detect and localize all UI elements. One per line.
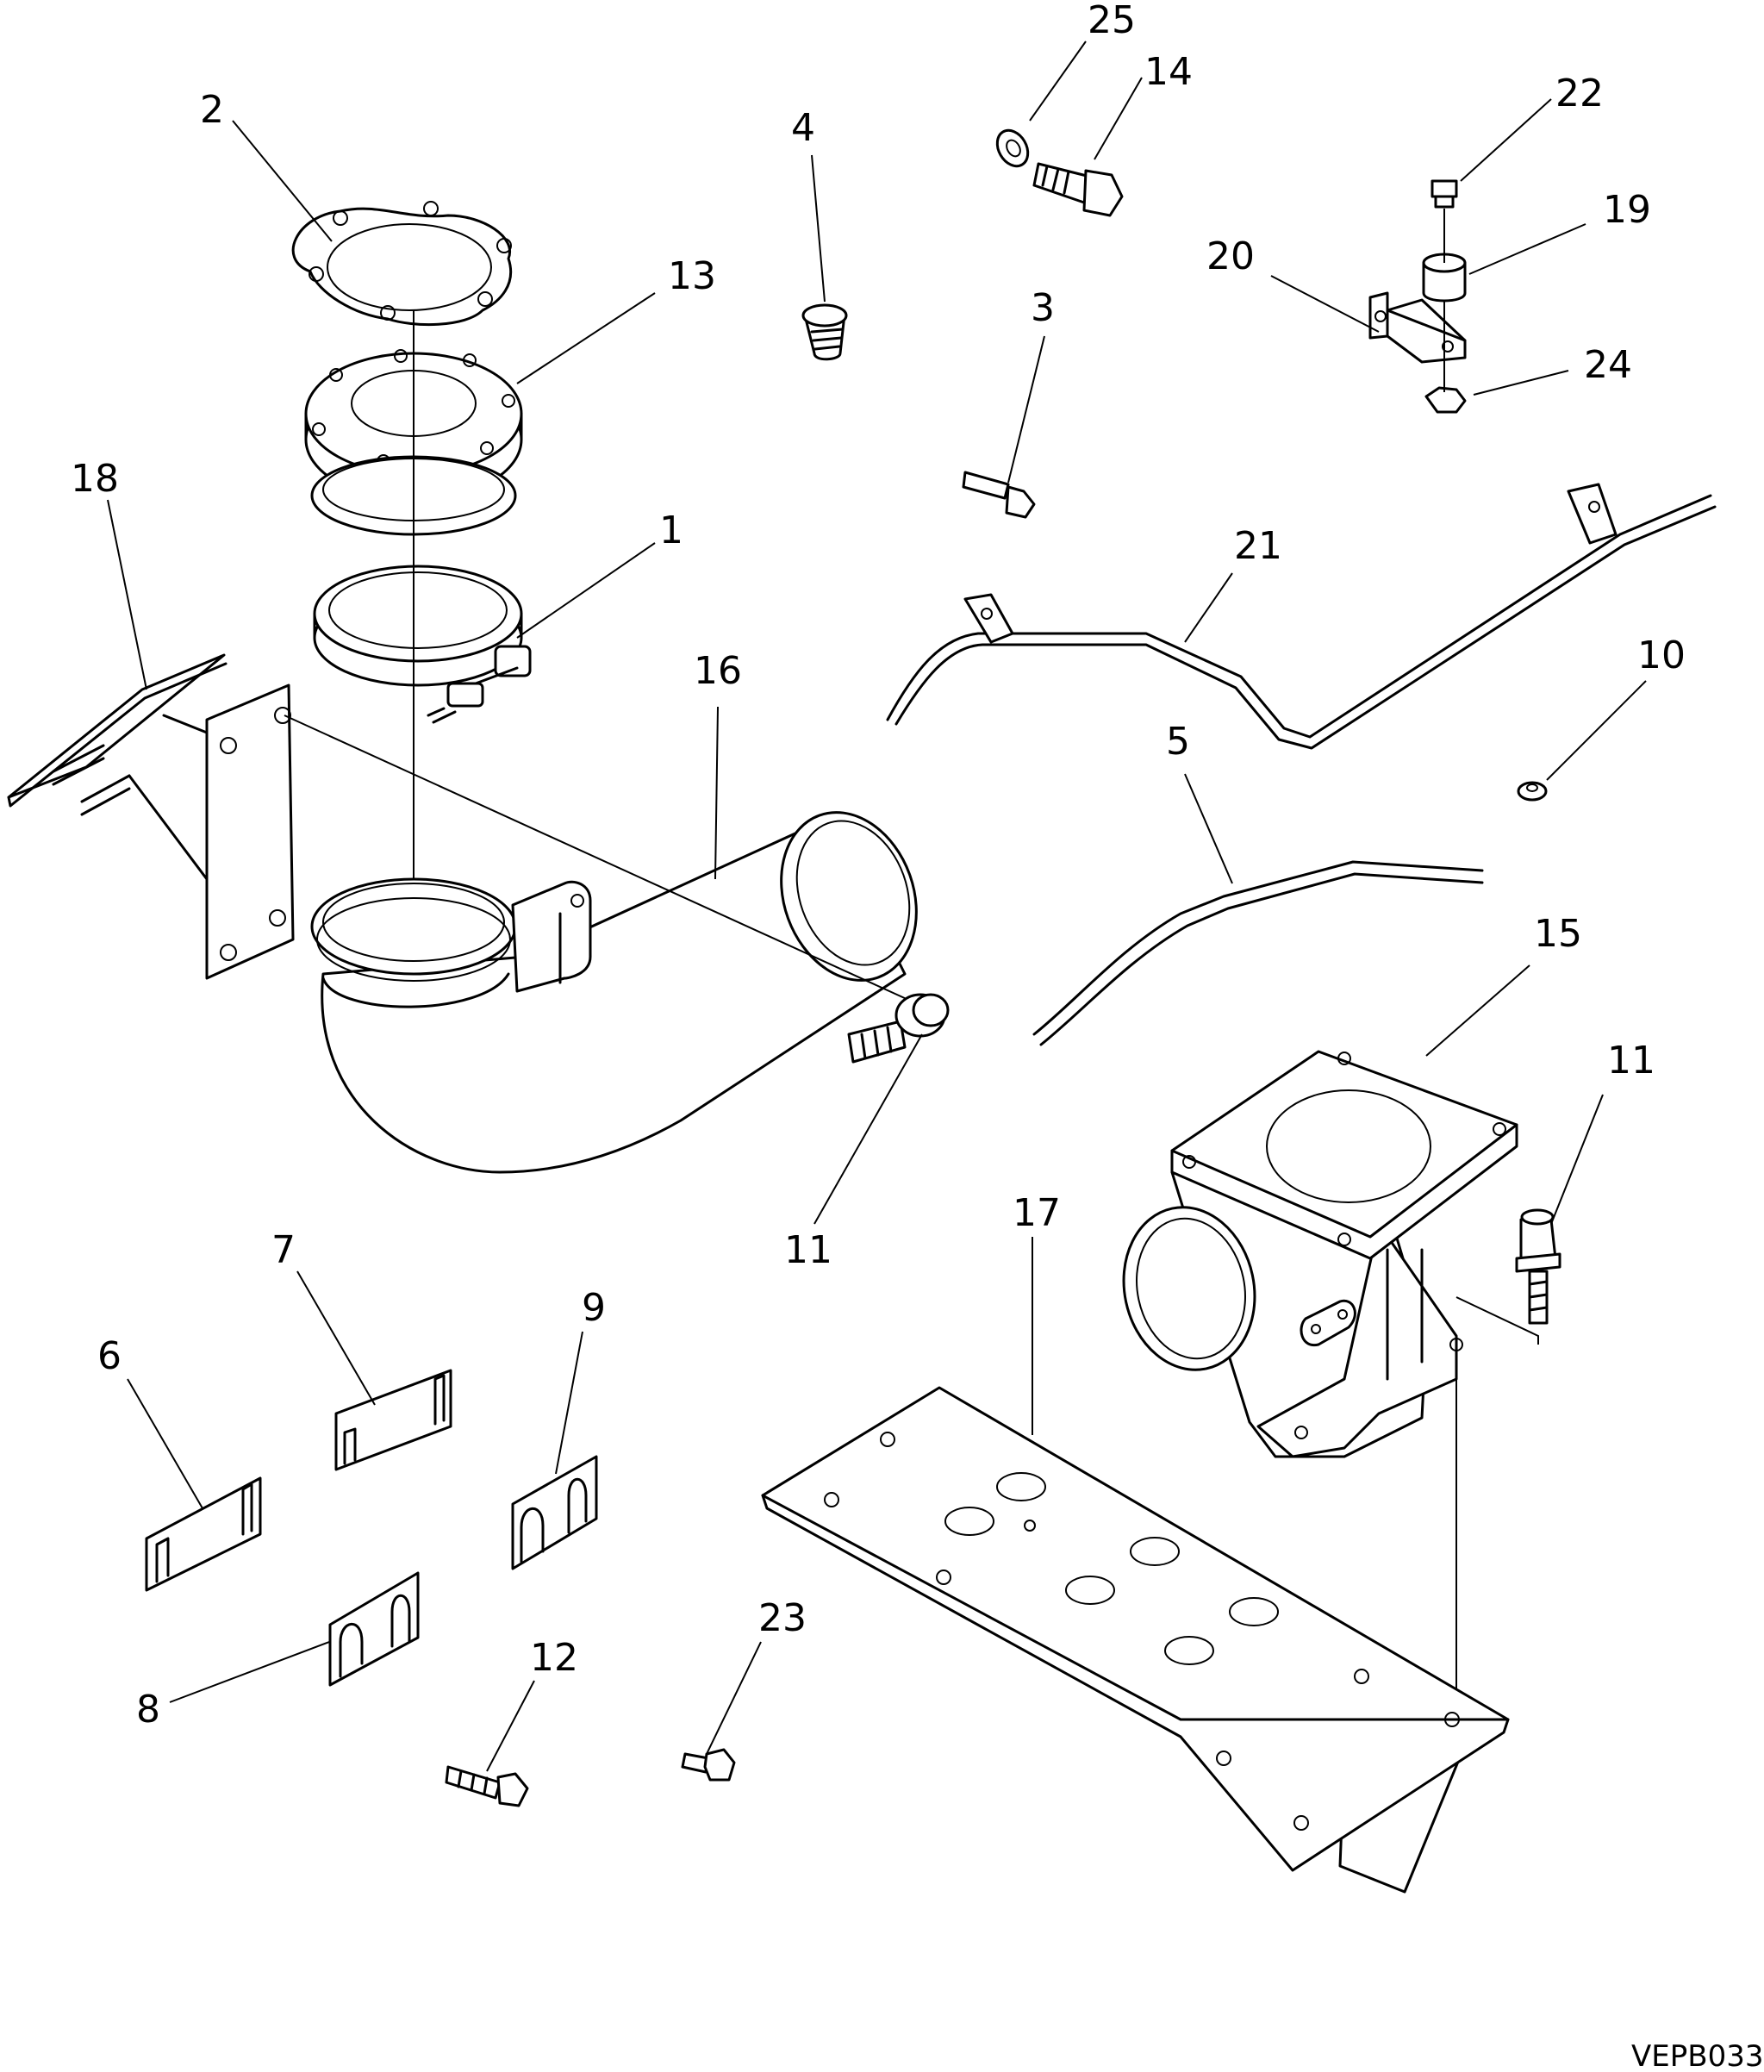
assembly-line [1455, 1296, 1539, 1719]
clamp-part-1 [313, 565, 532, 724]
callout-5: 5 [1166, 720, 1190, 764]
callout-6: 6 [97, 1334, 122, 1378]
washer-part-25 [995, 128, 1030, 168]
callout-24: 24 [1584, 343, 1632, 387]
shim-part-6 [145, 1476, 262, 1592]
leader-lines [107, 41, 1647, 1772]
callout-labels: 25 14 22 2 4 19 20 13 3 24 18 1 21 10 16… [71, 0, 1686, 1732]
callout-1: 1 [659, 509, 683, 552]
callout-11-right: 11 [1607, 1039, 1655, 1083]
callout-21: 21 [1234, 524, 1282, 568]
plug-part-4 [801, 303, 848, 361]
callout-16: 16 [694, 649, 742, 693]
bolt-part-14 [1032, 162, 1124, 217]
tube-part-21 [886, 483, 1717, 750]
base-plate-part-17 [761, 1386, 1510, 1894]
callout-9: 9 [582, 1286, 606, 1330]
callout-12: 12 [530, 1636, 578, 1680]
bolt-part-11-center [847, 993, 950, 1064]
callout-10: 10 [1637, 633, 1686, 677]
shim-part-9 [511, 1455, 598, 1570]
tube-part-5 [1032, 860, 1484, 1046]
callout-17: 17 [1013, 1191, 1061, 1235]
nut-part-24 [1424, 386, 1467, 414]
shim-part-7 [334, 1369, 452, 1471]
callout-11-center: 11 [784, 1228, 832, 1272]
callout-15: 15 [1534, 912, 1582, 956]
bolt-part-22 [1431, 179, 1458, 209]
gasket-part-2 [291, 201, 513, 326]
callout-14: 14 [1144, 50, 1193, 94]
callout-7: 7 [271, 1228, 296, 1272]
callout-22: 22 [1555, 72, 1604, 115]
bracket-part-20 [1368, 291, 1467, 364]
bolt-part-3 [962, 471, 1036, 519]
nut-part-10 [1517, 781, 1548, 802]
callout-8: 8 [136, 1688, 160, 1732]
assembly-line [284, 715, 919, 1005]
bolt-part-23 [681, 1748, 736, 1782]
callout-23: 23 [758, 1596, 807, 1640]
callout-2: 2 [200, 88, 224, 132]
callout-19: 19 [1603, 188, 1651, 232]
callout-20: 20 [1206, 234, 1255, 278]
callout-25: 25 [1088, 0, 1136, 42]
bolt-part-11-right [1515, 1208, 1561, 1325]
callout-3: 3 [1031, 286, 1055, 330]
shim-part-8 [328, 1571, 420, 1687]
callout-18: 18 [71, 457, 119, 501]
callout-4: 4 [791, 106, 815, 150]
housing-part-15 [1122, 1050, 1518, 1458]
callout-13: 13 [668, 254, 716, 298]
bracket-part-18 [7, 653, 295, 980]
bolt-part-12 [445, 1765, 529, 1807]
elbow-pipe-part-16 [310, 811, 918, 1174]
drawing-code: VEPB0331 [1631, 2039, 1764, 2072]
